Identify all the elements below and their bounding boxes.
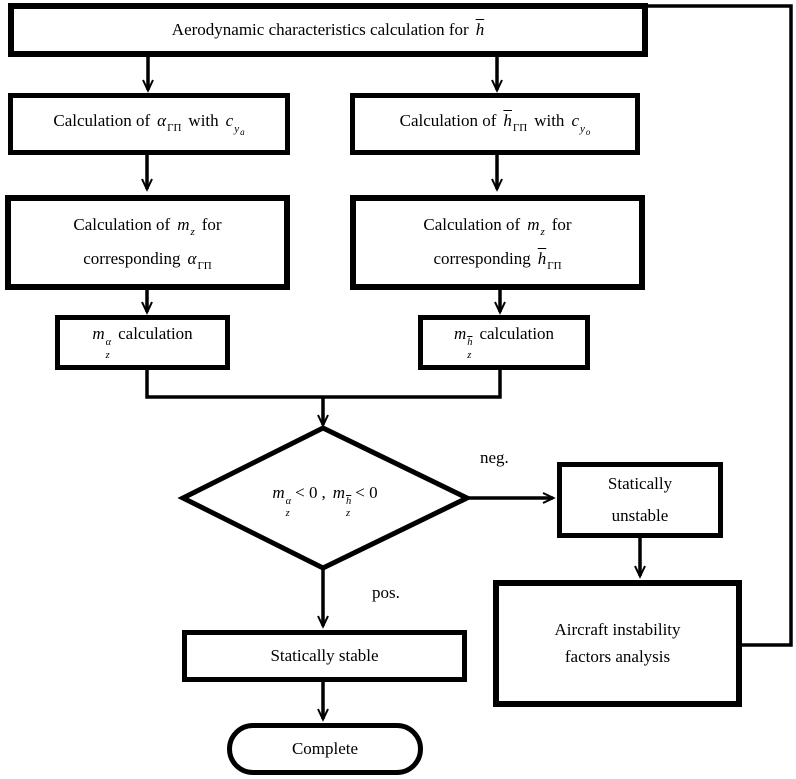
unstable-line2: unstable	[611, 506, 669, 525]
less-than-zero: < 0	[355, 483, 378, 502]
analysis-line2: factors analysis	[564, 646, 671, 666]
cy-subscript: ya	[234, 122, 245, 137]
gp-subscript: ГП	[197, 259, 212, 272]
pos-branch-label: pos.	[372, 583, 400, 602]
mz-symbol: m	[177, 214, 190, 234]
calc-alpha-text: Calculation of	[53, 110, 151, 130]
y-subscript: y	[579, 122, 585, 135]
calc-text: Calculation of	[73, 214, 171, 234]
hbar-symbol: h	[537, 248, 547, 268]
mz-for-h-line2: corresponding hГП	[433, 243, 561, 277]
z-subscript: z	[190, 225, 195, 238]
alpha-superscript: α	[285, 496, 292, 507]
m-symbol: m	[332, 483, 346, 502]
z-subscript: z	[540, 225, 545, 238]
m-symbol: m	[92, 324, 105, 344]
gp-subscript: ГП	[167, 121, 182, 134]
for-text: for	[551, 214, 572, 234]
gp-subscript: ГП	[547, 259, 562, 272]
hbar-symbol: h	[475, 20, 485, 40]
stable-label: Statically stable	[270, 646, 379, 666]
start-text: Aerodynamic characteristics calculation …	[171, 20, 469, 40]
z-subscript: z	[346, 508, 351, 520]
feedback-connector	[646, 4, 793, 647]
corresponding-text: corresponding	[433, 248, 531, 268]
merge-connector	[145, 370, 502, 399]
hbar-symbol: h	[503, 110, 512, 130]
node-start: Aerodynamic characteristics calculation …	[8, 3, 648, 57]
complete-label: Complete	[291, 739, 359, 759]
node-instability-analysis: Aircraft instability factors analysis	[493, 580, 742, 707]
with-text: with	[534, 110, 565, 130]
alpha-symbol: α	[157, 110, 167, 130]
a-subsubscript: a	[240, 126, 245, 137]
z-subscript: z	[467, 349, 472, 361]
z-subscript: z	[285, 508, 290, 520]
cy-symbol: c	[571, 110, 579, 130]
analysis-line1: Aircraft instability	[554, 620, 681, 640]
for-text: for	[201, 214, 222, 234]
cy-subscript: yo	[579, 122, 591, 137]
calculation-text: calculation	[479, 324, 555, 344]
node-start-label: Aerodynamic characteristics calculation …	[172, 19, 484, 40]
z-subscript: z	[105, 349, 110, 361]
calculation-text: calculation	[118, 324, 193, 344]
alpha-superscript: α	[105, 337, 112, 349]
comma: ,	[321, 483, 326, 502]
hbar-superscript: h	[467, 337, 473, 349]
corresponding-text: corresponding	[83, 248, 181, 268]
o-subsubscript: o	[585, 126, 591, 137]
less-than-zero: < 0	[295, 483, 318, 502]
gp-subscript: ГП	[512, 121, 528, 134]
unstable-line1: Statically	[607, 473, 673, 493]
mz-symbol: m	[527, 214, 540, 234]
m-symbol: m	[272, 483, 285, 502]
node-complete: Complete	[227, 723, 423, 775]
mz-for-alpha-line2: corresponding αГП	[83, 243, 212, 277]
node-statically-unstable: Statically unstable	[557, 462, 723, 538]
alpha-symbol: α	[187, 248, 197, 268]
m-symbol: m	[453, 324, 467, 344]
cy-symbol: c	[225, 110, 234, 130]
y-subscript: y	[234, 122, 240, 135]
hbar-superscript: h	[346, 496, 352, 507]
node-statically-stable: Statically stable	[182, 630, 467, 682]
with-text: with	[188, 110, 219, 130]
calc-text: Calculation of	[423, 214, 521, 234]
calc-h-text: Calculation of	[399, 110, 497, 130]
neg-branch-label: neg.	[480, 448, 509, 467]
